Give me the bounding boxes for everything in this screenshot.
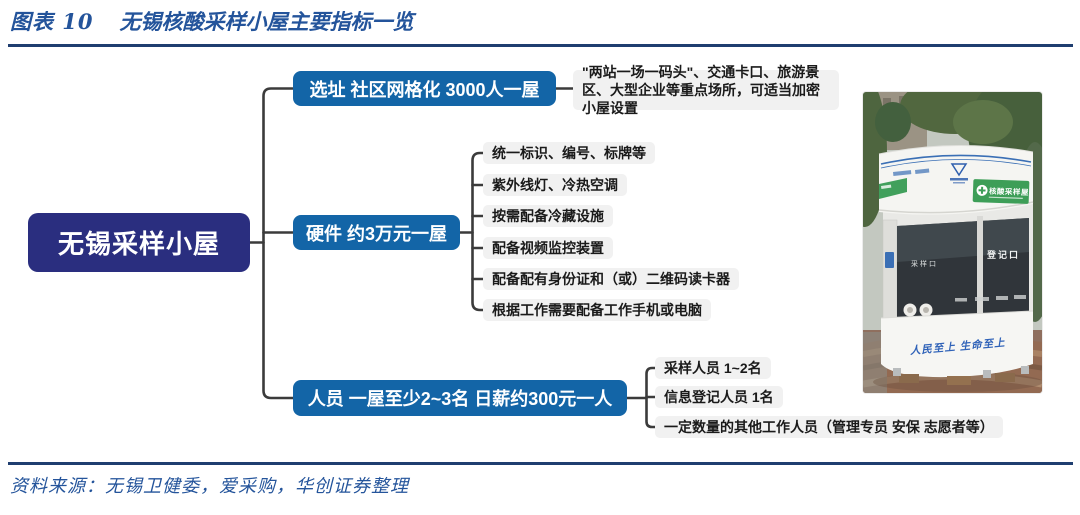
booth-photo: 采样口 登记口	[863, 92, 1042, 393]
leaf-hardware-signage: 统一标识、编号、标牌等	[483, 142, 655, 164]
leaf-staff-samplers: 采样人员 1~2名	[655, 357, 771, 379]
root-node: 无锡采样小屋	[28, 213, 250, 272]
main-trunk	[262, 87, 295, 400]
photo-booth-base: 人民至上 生命至上	[880, 310, 1034, 385]
branch-staff: 人员 一屋至少2~3名 日薪约300元一人	[293, 380, 627, 416]
figure-header: 图表 10 无锡核酸采样小屋主要指标一览	[10, 6, 414, 36]
leaf-hardware-video: 配备视频监控装置	[483, 237, 613, 259]
branch-site-selection: 选址 社区网格化 3000人一屋	[293, 71, 556, 106]
leaf-hardware-uv-ac: 紫外线灯、冷热空调	[483, 174, 627, 196]
leaf-hardware-id-reader: 配备配有身份证和（或）二维码读卡器	[483, 268, 739, 290]
leaf-site-locations: "两站一场一码头"、交通卡口、旅游景区、大型企业等重点场所，可适当加密小屋设置	[573, 64, 839, 116]
leaf-hardware-phone-pc: 根据工作需要配备工作手机或电脑	[483, 299, 711, 321]
bottom-rule	[8, 462, 1073, 465]
staff-trunk	[645, 366, 657, 429]
leaf-staff-others: 一定数量的其他工作人员（管理专员 安保 志愿者等）	[655, 416, 1003, 438]
booth-emblem-icon	[950, 163, 968, 184]
booth-sign-label: 核酸采样屋	[989, 186, 1029, 197]
page-title: 无锡核酸采样小屋主要指标一览	[119, 9, 414, 34]
source-note: 资料来源：无锡卫健委，爱采购，华创证券整理	[10, 476, 409, 497]
registration-window-label: 登记口	[986, 249, 1020, 260]
hardware-trunk	[471, 151, 485, 312]
booth-sign: 核酸采样屋	[972, 179, 1030, 204]
photo-canopy: 核酸采样屋	[878, 144, 1034, 215]
leaf-hardware-refrigeration: 按需配备冷藏设施	[483, 205, 613, 227]
sampling-window-label: 采样口	[911, 259, 938, 268]
booth-photo-art: 采样口 登记口	[863, 92, 1042, 393]
branch-hardware: 硬件 约3万元一屋	[293, 215, 460, 250]
figure-label: 图表 10	[10, 9, 94, 34]
side-green-sign	[879, 178, 907, 199]
leaf-staff-registrar: 信息登记人员 1名	[655, 386, 783, 408]
top-rule	[8, 44, 1073, 47]
